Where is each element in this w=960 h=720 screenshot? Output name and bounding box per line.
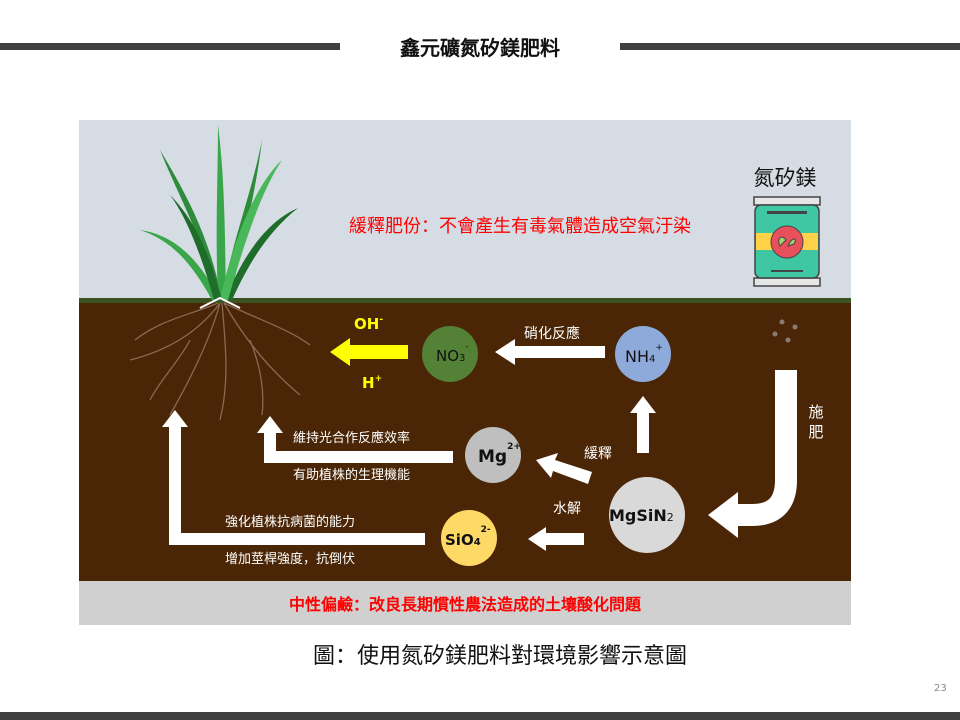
roots-icon: [129, 302, 311, 421]
no3-circle: [422, 326, 478, 382]
header-bar-right: [620, 43, 960, 50]
header-bar-left: [0, 43, 340, 50]
footer-bar: [0, 712, 960, 720]
sky-background: [79, 120, 851, 300]
bag-label: 氮矽鎂: [754, 166, 817, 190]
bottom-banner-text: 中性偏鹼：改良長期慣性農法造成的土壤酸化問題: [289, 595, 642, 614]
oh-ion: OH-: [354, 315, 383, 333]
sio4-ion: SiO42-: [445, 525, 491, 549]
fertilize-arrowhead: [708, 492, 738, 538]
fertilize-arrow: [735, 370, 797, 526]
mgsin-circle: [609, 477, 685, 553]
slide-title: 鑫元礦氮矽鎂肥料: [400, 36, 560, 60]
slow-release-up-arrow: [630, 396, 656, 453]
fertilize-label-1: 施: [808, 403, 823, 421]
nitrification-arrow: [495, 339, 605, 365]
mg-effect-2: 有助植株的生理機能: [293, 467, 410, 483]
page-number: 23: [934, 683, 947, 694]
mg-uptake-arrow: [257, 416, 453, 463]
si-effect-2: 增加莖桿強度，抗倒伏: [225, 551, 355, 567]
grass-line: [79, 298, 851, 303]
fertilizer-bag-icon: [753, 196, 821, 287]
mg-ion: Mg2+: [478, 442, 521, 467]
si-effect-1: 強化植株抗病菌的能力: [225, 514, 355, 530]
root-crown: [199, 296, 241, 309]
mg-effect-1: 維持光合作反應效率: [293, 430, 410, 446]
mgsin-compound: MgSiN2: [609, 506, 674, 525]
nitrification-label: 硝化反應: [524, 325, 580, 342]
mg-circle: [465, 427, 521, 483]
hydrolysis-label: 水解: [553, 501, 581, 517]
slow-release-diag-arrow: [536, 453, 592, 484]
hydrolysis-arrow: [528, 527, 584, 551]
nh4-ion: NH4+: [625, 343, 663, 366]
nh4-circle: [615, 326, 671, 382]
top-banner-text: 緩釋肥份：不會產生有毒氣體造成空氣汙染: [349, 216, 691, 237]
fertilizer-granules: [772, 319, 798, 343]
acid-base-arrow: [330, 338, 408, 366]
fertilize-label-2: 肥: [808, 423, 823, 441]
sio4-circle: [441, 510, 497, 566]
ground-strip: [79, 581, 851, 625]
slow-release-label: 緩釋: [584, 446, 612, 462]
no3-ion: NO3-: [436, 342, 469, 365]
h-ion: H+: [362, 374, 382, 392]
figure-caption: 圖：使用氮矽鎂肥料對環境影響示意圖: [312, 644, 687, 669]
plant-icon: [140, 125, 298, 300]
